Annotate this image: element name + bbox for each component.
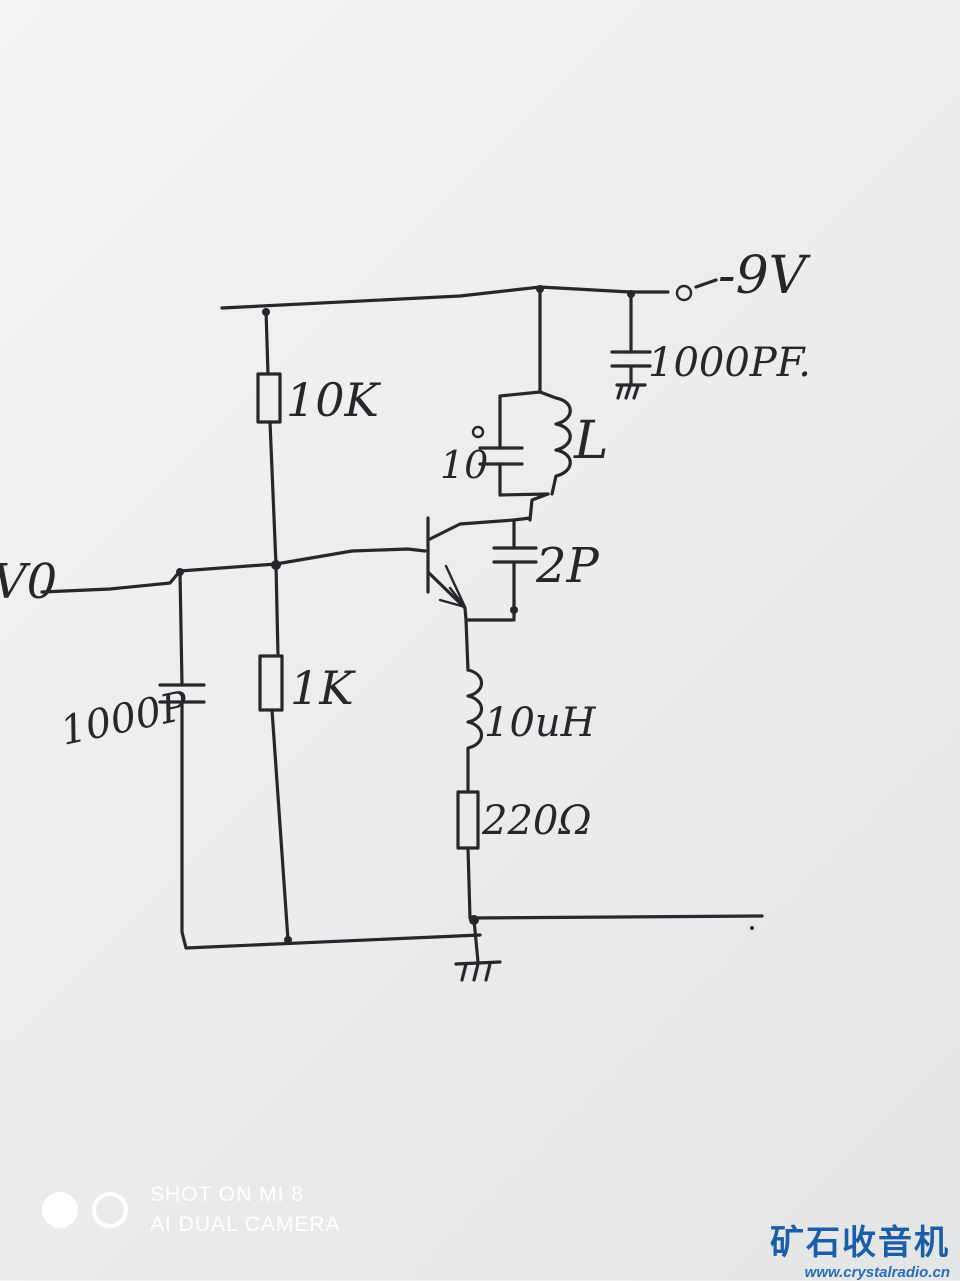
c-input-label: 1000P: [57, 683, 194, 755]
supply-rail: [220, 285, 670, 310]
choke-label: 10uH: [484, 700, 597, 746]
watermark-line1: SHOT ON MI 8: [150, 1183, 304, 1206]
camera-watermark-circles: [42, 1192, 128, 1228]
r-emitter-label: 220Ω: [481, 798, 592, 844]
c-supply-label: 1000PF.: [648, 340, 811, 386]
ground-symbol: [454, 960, 502, 982]
watermark-line2: AI DUAL CAMERA: [150, 1213, 341, 1236]
c-tank-label: 10: [440, 443, 488, 487]
input-label: V0: [0, 554, 57, 610]
resistor-1k: [258, 654, 284, 712]
site-name: 矿石收音机: [770, 1224, 950, 1262]
c-feedback-label: 2P: [535, 538, 600, 594]
supply-label: -9V: [718, 246, 811, 306]
resistor-emitter: [456, 790, 480, 850]
supply-terminal: [675, 284, 693, 302]
ground-rail: [468, 914, 764, 920]
camera-watermark: SHOT ON MI 8 AI DUAL CAMERA: [150, 1180, 341, 1240]
r-bottom-label: 1K: [290, 661, 356, 715]
site-url: www.crystalradio.cn: [804, 1264, 950, 1281]
site-watermark: 矿石收音机 www.crystalradio.cn: [770, 1215, 950, 1281]
r-top-label: 10K: [286, 373, 382, 427]
tank-inductor-label: L: [573, 411, 609, 471]
resistor-10k: [256, 372, 282, 424]
choke-inductor: [466, 668, 484, 792]
